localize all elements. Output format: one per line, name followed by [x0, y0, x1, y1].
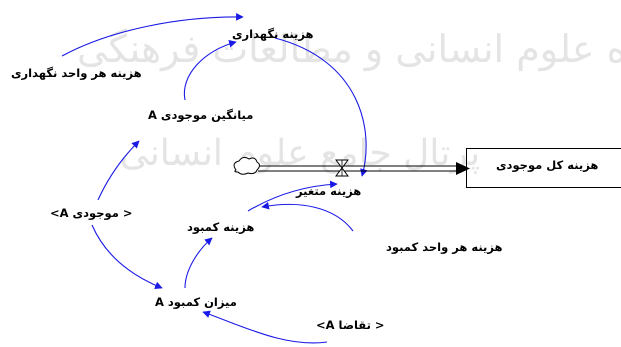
- node-variable-cost[interactable]: هزینه متغیر: [296, 184, 362, 198]
- flow-pipe: [258, 162, 470, 175]
- watermark-line-1: پژوهشگاه علوم انسانی و مطالعات فرهنگی: [77, 27, 621, 72]
- node-total-inventory-cost[interactable]: هزینه کل موجودی: [496, 158, 599, 172]
- link-demand-to-shortage-amount: [202, 310, 328, 344]
- node-unit-shortage-cost[interactable]: هزینه هر واحد کمبود: [386, 240, 503, 254]
- watermark-line-2: پرتال جامع علوم انسانی: [120, 133, 480, 174]
- link-shortage-amount-to-shortage-cost: [184, 237, 213, 289]
- valve-icon: [335, 159, 349, 177]
- cloud-icon: [233, 156, 260, 175]
- node-unit-holding-cost[interactable]: هزینه هر واحد نگهداری: [11, 66, 142, 80]
- node-shortage-cost[interactable]: هزینه کمبود: [187, 220, 255, 234]
- link-avg-inventory-to-holding: [183, 40, 237, 101]
- node-average-inventory[interactable]: میانگین موجودی A: [148, 108, 254, 122]
- node-shortage-amount[interactable]: میزان کمبود A: [155, 295, 237, 309]
- link-holding-to-variable: [274, 37, 368, 177]
- link-inventory-to-avg: [97, 140, 140, 201]
- link-inventory-to-shortage-amount: [91, 224, 163, 289]
- node-inventory-shadow[interactable]: < موجودی A>: [50, 206, 133, 220]
- link-unit-holding-to-holding: [61, 13, 244, 57]
- node-demand-shadow[interactable]: < تقاضا A>: [316, 318, 385, 332]
- link-unit-shortage-to-variable: [261, 201, 354, 232]
- link-shortage-cost-to-variable: [247, 180, 338, 212]
- node-holding-cost[interactable]: هزینه نگهداری: [232, 27, 314, 41]
- stock-box[interactable]: [466, 148, 621, 188]
